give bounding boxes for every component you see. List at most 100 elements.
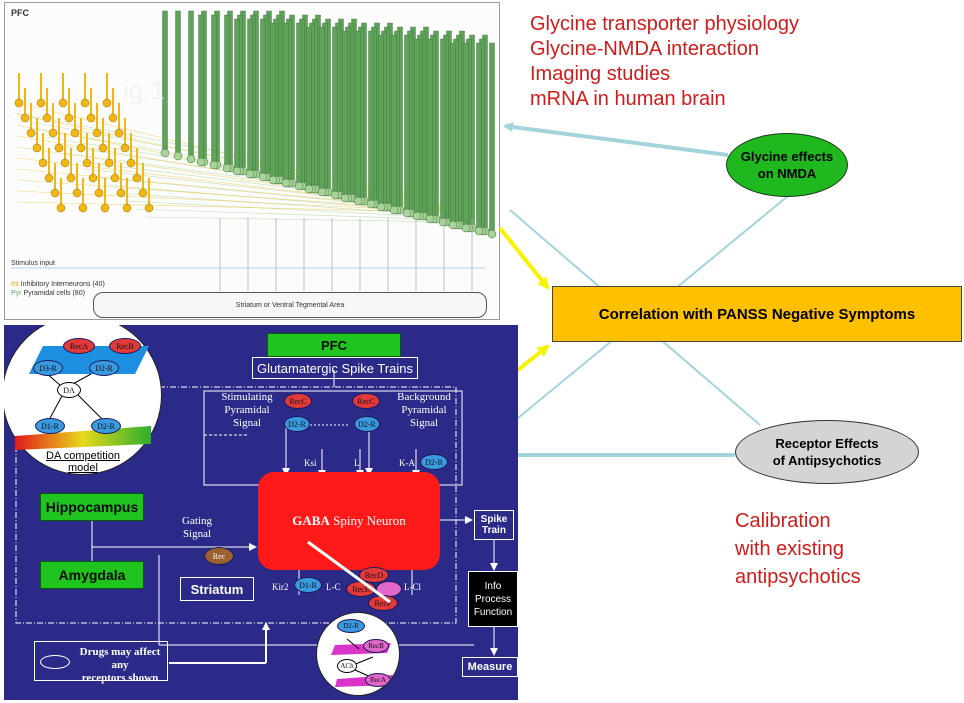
background-line: Pyramidal — [401, 404, 447, 416]
legend-int-code: Int — [11, 281, 19, 288]
gaba-label: GABA Spiny Neuron — [292, 513, 405, 529]
interneuron-cell — [114, 128, 124, 138]
da-competition-circle: RecA RecB D3-R D2-R DA D1-R D2-R DA comp… — [4, 325, 162, 475]
interneuron-cell — [88, 173, 98, 183]
rec-gating-receptor: Rec — [204, 547, 234, 565]
d2r-receptor-ka: D2-R — [420, 454, 448, 470]
interneuron-cell — [122, 203, 132, 213]
pyramidal-cell — [461, 223, 471, 233]
pyramidal-cell — [340, 193, 350, 203]
gating-signal-label: Gating Signal — [172, 515, 222, 541]
drugs-line: Drugs may affect any — [79, 646, 161, 671]
gaba-bold: GABA — [292, 513, 330, 528]
interneuron-cell — [120, 143, 130, 153]
ach-inset-circle: D2-R RecB ACh RecA — [316, 612, 400, 696]
glycine-ellipse-line: Glycine effects — [740, 149, 834, 164]
recc-receptor-left: RecC — [284, 393, 312, 409]
pyramidal-cell — [425, 214, 435, 224]
network-watermark: ig.1 — [123, 75, 165, 105]
pfc-network-diagram — [11, 10, 497, 291]
interneuron-cell — [60, 158, 70, 168]
info-line: Info — [484, 580, 502, 592]
network-title: PFC — [11, 8, 29, 18]
amygdala-box: Amygdala — [40, 561, 144, 589]
pyramidal-cell — [281, 178, 291, 188]
interneuron-cell — [132, 173, 142, 183]
interneuron-cell — [110, 173, 120, 183]
l-channel-label: L — [354, 458, 360, 468]
interneuron-cell — [14, 98, 24, 108]
legend-int-text: Inhibitory Interneurons (40) — [20, 281, 105, 288]
pyramidal-cell — [474, 226, 484, 236]
research-line: Glycine transporter physiology — [530, 13, 800, 35]
gating-line: Signal — [182, 528, 212, 540]
pyramidal-cell — [160, 148, 170, 158]
research-line: mRNA in human brain — [530, 88, 726, 110]
calibration-text: Calibration with existing antipsychotics — [735, 507, 861, 591]
pyramidal-cell — [196, 157, 206, 167]
info-line: Function — [473, 606, 513, 618]
interneuron-cell — [82, 158, 92, 168]
interneuron-cell — [94, 188, 104, 198]
gating-line: Gating — [182, 515, 212, 527]
da-caption-line: DA competition — [46, 450, 120, 462]
network-to-correlation-arrow — [498, 226, 550, 290]
calibration-line: antipsychotics — [735, 566, 861, 588]
pyramidal-cell — [376, 202, 386, 212]
pyramidal-cell — [222, 163, 232, 173]
interneuron-cell — [54, 143, 64, 153]
interneuron-cell — [144, 203, 154, 213]
interneuron-cell — [116, 188, 126, 198]
interneuron-cell — [78, 203, 88, 213]
interneuron-cell — [26, 128, 36, 138]
pyramidal-cell — [412, 211, 422, 221]
interneuron-cell — [100, 203, 110, 213]
pyramidal-cell — [487, 229, 497, 239]
gaba-spiny-neuron: GABA Spiny Neuron — [258, 472, 440, 570]
pyramidal-cell — [258, 172, 268, 182]
interneuron-cell — [76, 143, 86, 153]
legend-pyr-code: Pyr — [11, 290, 22, 297]
legend-interneurons: Int Inhibitory Interneurons (40) — [11, 281, 105, 288]
lcl-channel-label: L-Cl — [404, 582, 421, 592]
pyramidal-cell — [438, 217, 448, 227]
research-topics: Glycine transporter physiology Glycine-N… — [530, 12, 799, 112]
receptor-ellipse-line: Receptor Effects — [775, 436, 879, 451]
interneuron-cell — [126, 158, 136, 168]
da-caption-line: model — [68, 462, 98, 474]
research-line: Glycine-NMDA interaction — [530, 38, 759, 60]
d2r-receptor-top: D2-R — [89, 360, 119, 376]
glycine-to-research-arrow — [503, 122, 729, 157]
glycine-effects-ellipse: Glycine effects on NMDA — [726, 133, 848, 197]
interneuron-cell — [92, 128, 102, 138]
background-signal-label: Background Pyramidal Signal — [388, 391, 460, 430]
pyramidal-cell — [317, 187, 327, 197]
background-line: Signal — [409, 417, 439, 429]
output-target-box: Striatum or Ventral Tegmental Area — [93, 292, 487, 318]
pyramidal-cell — [366, 199, 376, 209]
interneuron-cell — [20, 113, 30, 123]
stimulating-signal-label: Stimulating Pyramidal Signal — [210, 391, 284, 430]
d2r-receptor-circle: D2-R — [91, 418, 121, 434]
zoom-pointer-line — [307, 540, 391, 604]
pyramidal-cell — [173, 151, 183, 161]
d2r-receptor-right: D2-R — [354, 416, 380, 432]
pfc-network-panel: PFC ig.1 Stimulus input Int Inhibitory I… — [4, 2, 500, 320]
stimulating-line: Pyramidal — [224, 404, 270, 416]
d3r-receptor: D3-R — [33, 360, 63, 376]
d2r-receptor-left: D2-R — [284, 416, 310, 432]
d2r-receptor-inset: D2-R — [337, 619, 365, 633]
drugs-line: receptors shown — [81, 672, 159, 684]
recb-receptor: RecB — [109, 338, 141, 354]
interneuron-cell — [42, 113, 52, 123]
correlation-box: Correlation with PANSS Negative Symptoms — [552, 286, 962, 342]
interneuron-cell — [58, 98, 68, 108]
calibration-line: Calibration — [735, 510, 831, 532]
pyramidal-cell — [232, 166, 242, 176]
pyramidal-cell — [209, 160, 219, 170]
hippocampus-box: Hippocampus — [40, 493, 144, 521]
reca-receptor: RecA — [63, 338, 95, 354]
interneuron-cell — [56, 203, 66, 213]
gaba-rest: Spiny Neuron — [329, 513, 406, 528]
info-process-box: Info Process Function — [468, 571, 518, 627]
